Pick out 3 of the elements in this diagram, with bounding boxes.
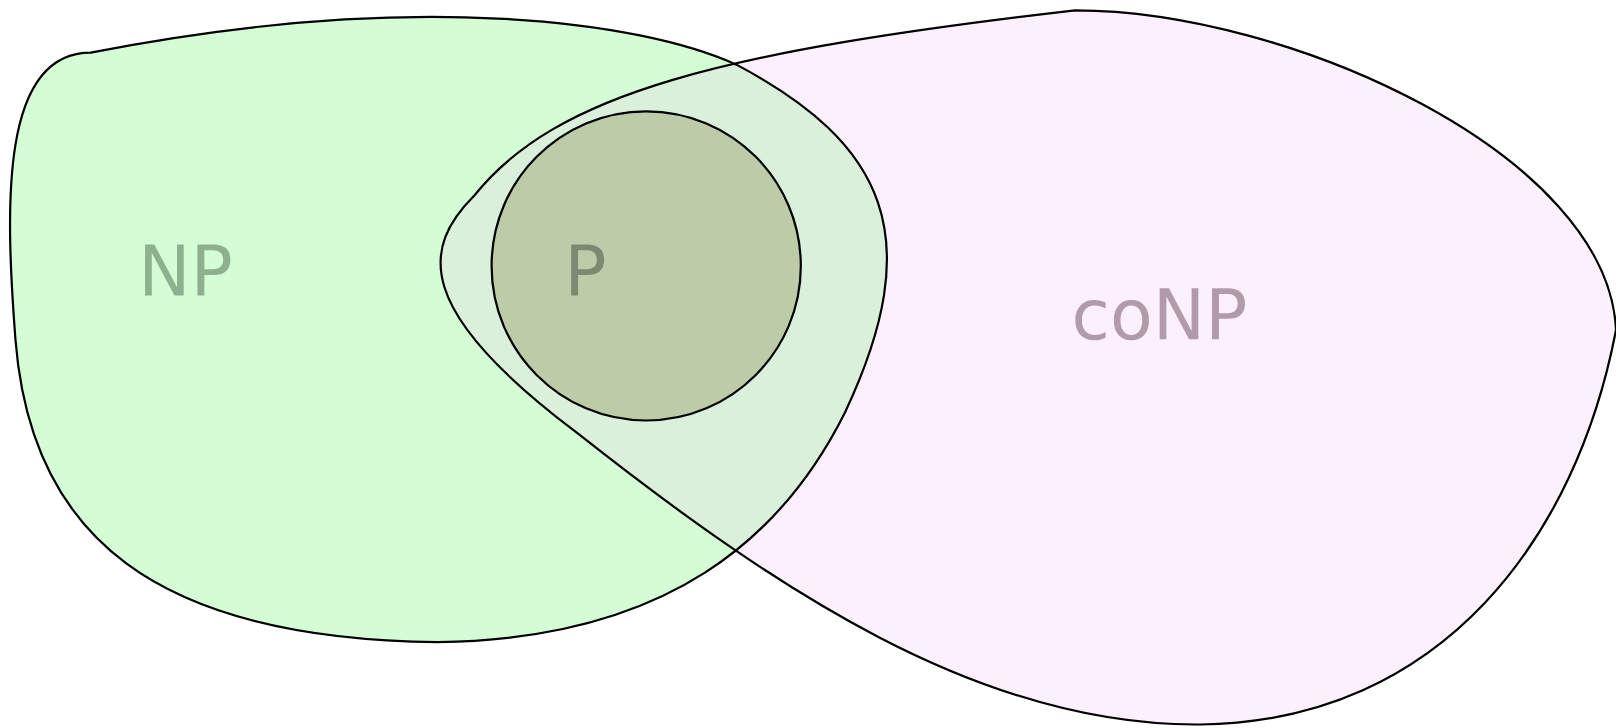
p-label: P — [571, 244, 605, 296]
np-label: NP — [145, 244, 231, 296]
conp-label: coNP — [1075, 288, 1245, 341]
